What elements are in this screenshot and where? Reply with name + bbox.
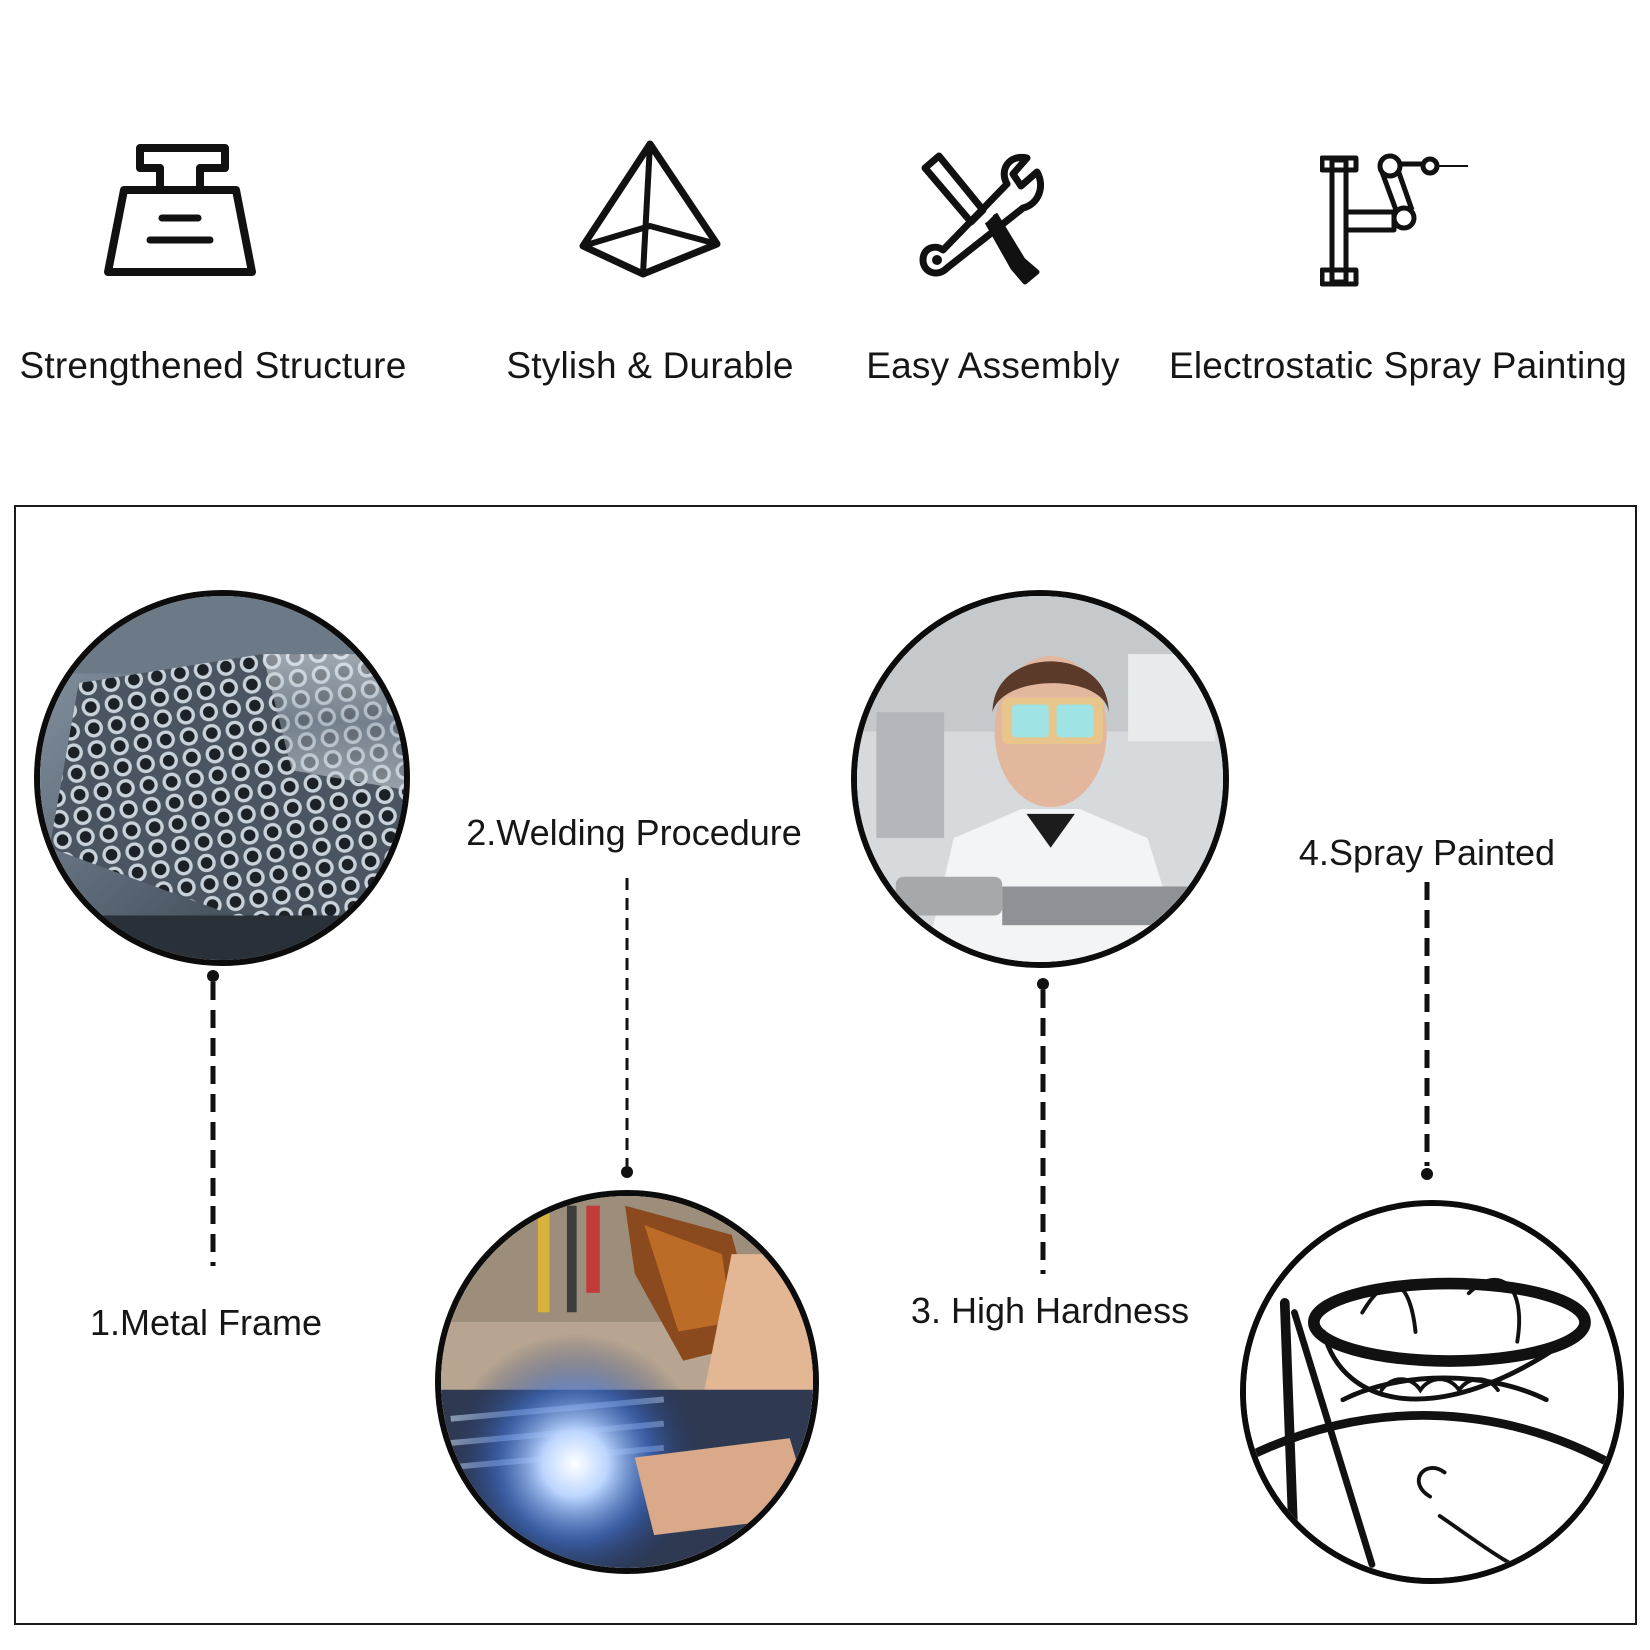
connector-high-hardness: [1037, 978, 1049, 1274]
wrench-screwdriver-icon: [915, 150, 1050, 285]
step-label-welding-procedure: 2.Welding Procedure: [466, 812, 802, 853]
feature-label-stylish-durable: Stylish & Durable: [506, 345, 794, 386]
step-label-spray-painted: 4.Spray Painted: [1298, 832, 1556, 873]
feature-label-electrostatic-spray-painting: Electrostatic Spray Painting: [1168, 345, 1628, 386]
process-panel: [14, 505, 1637, 1625]
weight-icon: [100, 140, 260, 280]
metal-tubes-photo: [34, 590, 410, 966]
connector-metal-frame: [207, 970, 219, 1266]
connector-welding-procedure: [621, 878, 633, 1178]
goggles-worker-photo: [851, 590, 1229, 968]
robotic-arm-icon: [1319, 152, 1470, 290]
plant-stand-photo: [1240, 1200, 1624, 1584]
feature-label-easy-assembly: Easy Assembly: [866, 345, 1120, 386]
feature-label-strengthened-structure: Strengthened Structure: [19, 345, 407, 386]
step-label-metal-frame: 1.Metal Frame: [89, 1302, 323, 1343]
welder-photo: [435, 1190, 819, 1574]
connector-spray-painted: [1421, 882, 1433, 1180]
pyramid-icon: [575, 138, 725, 278]
step-label-high-hardness: 3. High Hardness: [910, 1290, 1190, 1331]
